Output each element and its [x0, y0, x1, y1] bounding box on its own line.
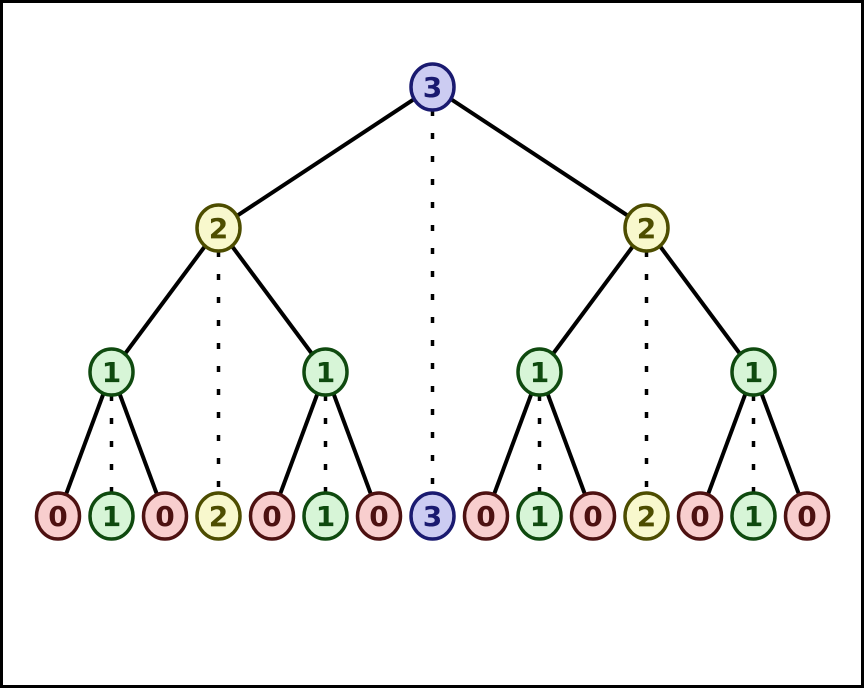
- tree-node-n1A: 1: [88, 347, 135, 397]
- tree-node-l13: 0: [676, 491, 724, 541]
- tree-node-n2R: 2: [623, 203, 670, 253]
- node-circle: [409, 491, 456, 541]
- tree-node-l14: 1: [730, 491, 777, 541]
- tree-node-n1B: 1: [302, 347, 349, 397]
- node-circle: [195, 491, 242, 541]
- tree-node-l4: 2: [195, 491, 242, 541]
- tree-node-l1: 0: [34, 491, 82, 541]
- tree-edge-solid: [216, 226, 328, 374]
- tree-edge-solid: [56, 371, 114, 517]
- node-circle: [141, 491, 189, 541]
- node-circle: [623, 203, 670, 253]
- tree-node-l8: 3: [409, 491, 456, 541]
- tree-node-l5: 0: [248, 491, 296, 541]
- tree-edge-solid: [537, 371, 595, 517]
- node-circle: [516, 491, 563, 541]
- node-circle: [569, 491, 617, 541]
- tree-node-n2L: 2: [195, 203, 242, 253]
- node-circle: [462, 491, 510, 541]
- tree-node-n1C: 1: [516, 347, 563, 397]
- tree-node-l2: 1: [88, 491, 135, 541]
- tree-node-l6: 1: [302, 491, 349, 541]
- tree-edge-solid: [484, 371, 542, 517]
- node-circle: [516, 347, 563, 397]
- tree-node-l9: 0: [462, 491, 510, 541]
- tree-node-l10: 1: [516, 491, 563, 541]
- node-circle: [195, 203, 242, 253]
- tree-edge-solid: [109, 371, 167, 517]
- node-circle: [302, 347, 349, 397]
- tree-edge-solid: [431, 85, 648, 230]
- tree-edge-solid: [109, 226, 221, 374]
- tree-node-l15: 0: [783, 491, 831, 541]
- tree-edge-solid: [644, 226, 756, 374]
- node-circle: [730, 347, 777, 397]
- node-circle: [248, 491, 296, 541]
- node-circle: [34, 491, 82, 541]
- tree-node-n1D: 1: [730, 347, 777, 397]
- tree-node-l3: 0: [141, 491, 189, 541]
- tree-edge-solid: [698, 371, 756, 517]
- node-circle: [88, 491, 135, 541]
- tree-edge-solid: [537, 226, 649, 374]
- node-circle: [355, 491, 403, 541]
- tree-edge-solid: [323, 371, 381, 517]
- node-circle: [623, 491, 670, 541]
- tree-edge-solid: [217, 85, 434, 230]
- tree-node-l12: 2: [623, 491, 670, 541]
- node-circle: [730, 491, 777, 541]
- node-circle: [302, 491, 349, 541]
- node-circle: [676, 491, 724, 541]
- tree-node-root: 3: [409, 62, 456, 112]
- node-circle: [88, 347, 135, 397]
- tree-edge-solid: [270, 371, 328, 517]
- tree-edge-solid: [751, 371, 809, 517]
- node-circle: [409, 62, 456, 112]
- node-circle: [783, 491, 831, 541]
- tree-node-l7: 0: [355, 491, 403, 541]
- tree-node-l11: 0: [569, 491, 617, 541]
